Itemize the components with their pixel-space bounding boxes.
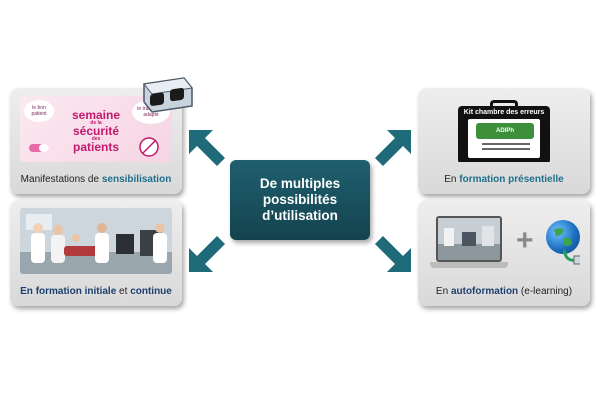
- poster-bubble-1: le bon patient: [24, 100, 54, 122]
- kit-image: Kit chambre des erreurs ADIPh: [428, 96, 580, 162]
- training-photo: [20, 208, 172, 274]
- arrow-up-left-icon: [189, 130, 225, 166]
- caption-part-1: En formation: [20, 286, 82, 297]
- laptop-base: [430, 262, 508, 268]
- center-line-1: De multiples: [259, 176, 341, 191]
- poster-line-1: semaine: [71, 108, 121, 122]
- poster-title: semaine de la sécurité des patients: [60, 108, 132, 154]
- caption-suffix: (e-learning): [518, 286, 573, 297]
- training-scene-image: [20, 208, 172, 274]
- elearning-image: +: [428, 208, 580, 274]
- plus-icon: +: [516, 224, 534, 257]
- caption-text: Manifestations de: [20, 174, 102, 185]
- poster-line-3: sécurité: [72, 124, 120, 138]
- poster-image: le bon patient le traitement adapté sema…: [20, 96, 172, 162]
- card-autoformation: + En autoformation (e-learning): [418, 200, 590, 306]
- center-line-2: possibilités: [262, 192, 338, 207]
- briefcase-handle: [490, 100, 518, 110]
- card-formation-presentielle: Kit chambre des erreurs ADIPh En formati…: [418, 88, 590, 194]
- caption-highlight: autoformation: [450, 286, 519, 297]
- kit-title: Kit chambre des erreurs: [463, 109, 545, 116]
- caption-formation-initiale: En formation initiale et continue: [14, 286, 178, 297]
- pill-icon: [29, 144, 49, 152]
- center-line-3: d’utilisation: [262, 208, 338, 223]
- arrow-down-right-icon: [375, 236, 411, 272]
- caption-highlight: formation présentielle: [459, 174, 564, 185]
- arrow-up-right-icon: [375, 130, 411, 166]
- globe-icon: [546, 220, 580, 254]
- poster-line-5: patients: [72, 140, 119, 154]
- arrow-down-left-icon: [189, 236, 225, 272]
- poster-line-4: des: [91, 136, 101, 142]
- caption-autoformation: En autoformation (e-learning): [422, 286, 586, 297]
- briefcase-icon: Kit chambre des erreurs ADIPh: [458, 106, 550, 162]
- caption-text: En: [435, 286, 451, 297]
- vr-glasses-icon: [143, 77, 193, 113]
- kit-label-lines: [482, 143, 530, 153]
- poster-line-2: de la: [90, 120, 102, 126]
- caption-formation-presentielle: En formation présentielle: [422, 174, 586, 185]
- caption-text: En: [444, 174, 460, 185]
- card-formation-initiale: En formation initiale et continue: [10, 200, 182, 306]
- caption-highlight: sensibilisation: [101, 174, 172, 185]
- caption-sensibilisation: Manifestations de sensibilisation: [14, 174, 178, 185]
- adiph-logo: ADIPh: [476, 123, 534, 139]
- caption-part-3: et: [116, 286, 131, 297]
- laptop-screen-content: [438, 218, 500, 260]
- caption-part-4: continue: [130, 286, 172, 297]
- capsule-icon: [139, 137, 159, 157]
- center-box: De multiples possibilités d’utilisation: [230, 160, 370, 240]
- caption-part-2: initiale: [84, 286, 117, 297]
- kit-label: ADIPh: [468, 119, 540, 158]
- laptop-icon: [436, 216, 502, 262]
- network-cable-icon: [562, 249, 580, 265]
